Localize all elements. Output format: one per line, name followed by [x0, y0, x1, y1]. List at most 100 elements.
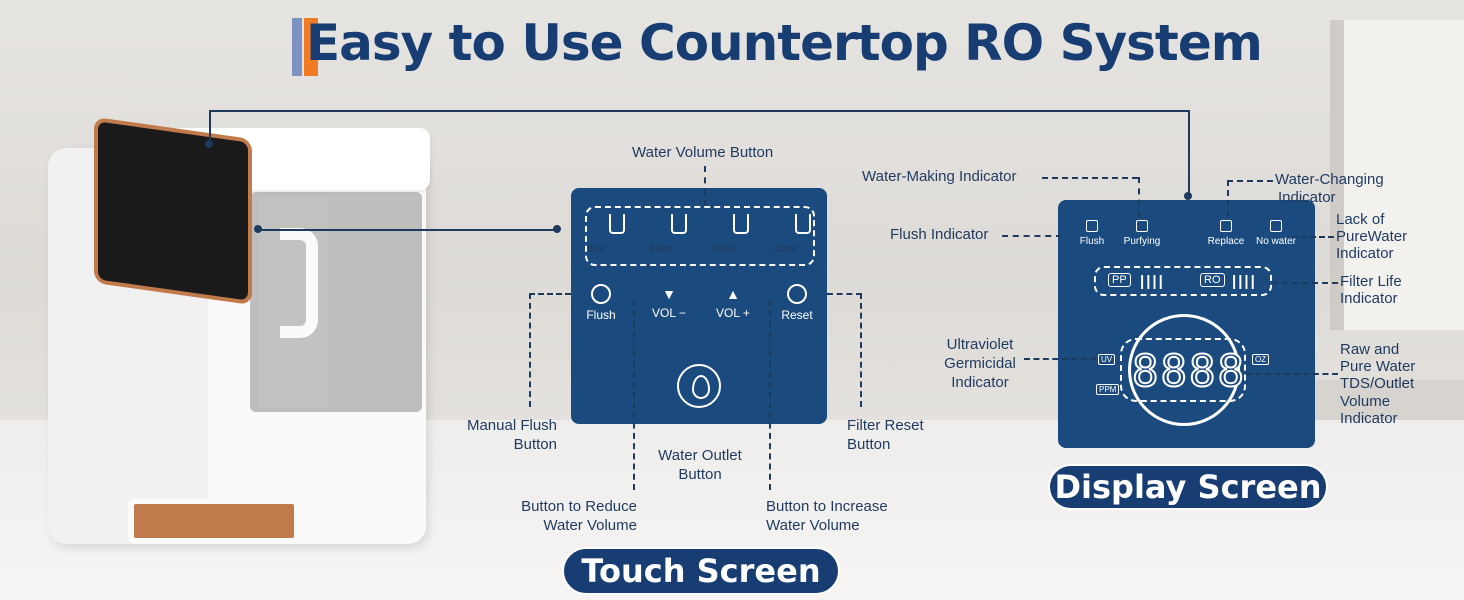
callout-line — [1138, 177, 1140, 217]
display-screen-panel: Flush Purfying Replace No water PP |||| … — [1058, 200, 1315, 448]
cup-8oz-button[interactable]: 8oz — [587, 214, 647, 255]
tds-label-4: Volume — [1340, 393, 1391, 410]
product-control-panel — [94, 116, 252, 306]
no-water-indicator: No water — [1246, 220, 1306, 247]
touch-screen-pill: Touch Screen — [562, 547, 840, 595]
lack-of-pure-water-label-2: PureWater — [1336, 228, 1408, 245]
filter-reset-label-1: Filter Reset — [847, 417, 924, 434]
increase-volume-label-1: Button to Increase — [766, 498, 888, 515]
increase-volume-label-2: Water Volume — [766, 517, 860, 534]
touch-screen-panel: 8oz 16oz 30oz 40oz Flush ▼ VOL − ▲ VOL +… — [571, 188, 827, 424]
water-volume-button-label: Water Volume Button — [632, 144, 774, 161]
tds-label-1: Raw and — [1340, 341, 1400, 358]
page-title: Easy to Use Countertop RO System — [306, 14, 1263, 72]
flush-indicator: Flush — [1062, 220, 1122, 247]
callout-line — [860, 293, 862, 407]
pp-filter-bars: |||| — [1140, 273, 1165, 290]
ppm-tag: PPM — [1096, 384, 1120, 395]
purifying-icon — [1136, 220, 1148, 232]
callout-line — [1024, 358, 1096, 360]
callout-line — [633, 300, 635, 490]
connector-dot — [553, 225, 561, 233]
title-accent-bar — [292, 18, 302, 76]
callout-line — [529, 293, 531, 407]
connector-dot — [205, 140, 213, 148]
triangle-up-icon: ▲ — [726, 286, 740, 302]
water-outlet-label-2: Button — [678, 466, 722, 483]
callout-line — [1227, 180, 1273, 182]
replace-icon — [1220, 220, 1232, 232]
no-water-icon — [1270, 220, 1282, 232]
cup-icon — [795, 214, 811, 234]
water-outlet-label-1: Water Outlet — [658, 447, 742, 464]
cup-icon — [609, 214, 625, 234]
callout-line — [1246, 373, 1338, 375]
callout-line — [1272, 282, 1338, 284]
title-accent-bar-orange — [304, 18, 318, 76]
uv-tag: UV — [1098, 354, 1116, 365]
lack-of-pure-water-label-3: Indicator — [1336, 245, 1394, 262]
ro-filter-tag: RO — [1200, 273, 1225, 287]
manual-flush-label-1: Manual Flush — [466, 417, 557, 434]
tds-label-2: Pure Water — [1340, 358, 1416, 375]
connector-line-display-down — [1188, 110, 1190, 194]
purifying-indicator: Purfying — [1112, 220, 1172, 247]
vol-plus-button[interactable]: ▲ VOL + — [709, 286, 757, 320]
flush-icon — [591, 284, 611, 304]
segment-display-ring — [1128, 314, 1240, 426]
flush-button[interactable]: Flush — [583, 284, 619, 322]
filter-reset-label-2: Button — [847, 436, 891, 453]
ro-filter-bars: |||| — [1232, 273, 1257, 290]
flush-indicator-label: Flush Indicator — [890, 226, 989, 243]
tds-label-5: Indicator — [1340, 410, 1398, 427]
cup-16oz-button[interactable]: 16oz — [649, 214, 709, 255]
tank-handle — [280, 228, 318, 338]
cup-icon — [733, 214, 749, 234]
water-making-label: Water-Making Indicator — [862, 168, 1017, 185]
connector-line-touch — [258, 229, 558, 231]
callout-line — [769, 300, 771, 490]
connector-dot — [1184, 192, 1192, 200]
connector-line-top — [210, 110, 1190, 112]
tds-label-3: TDS/Outlet — [1340, 375, 1415, 392]
cup-30oz-button[interactable]: 30oz — [711, 214, 771, 255]
water-changing-label-1: Water-Changing — [1275, 171, 1384, 188]
reset-icon — [787, 284, 807, 304]
cup-40oz-button[interactable]: 40oz — [773, 214, 833, 255]
water-volume-button-group: 8oz 16oz 30oz 40oz — [585, 206, 815, 266]
display-screen-pill: Display Screen — [1048, 464, 1328, 510]
triangle-down-icon: ▼ — [662, 286, 676, 302]
reduce-volume-label-2: Water Volume — [543, 517, 637, 534]
uv-label-3: Indicator — [951, 374, 1009, 391]
oz-tag: OZ — [1252, 354, 1270, 365]
drip-tray — [128, 498, 300, 544]
filter-life-label-1: Filter Life — [1340, 273, 1402, 290]
ro-system-product-image — [48, 116, 430, 558]
connector-line-product-down — [209, 110, 211, 144]
callout-line — [827, 293, 862, 295]
segment-display-box — [1120, 338, 1246, 402]
callout-line — [704, 166, 706, 206]
pp-filter-tag: PP — [1108, 273, 1131, 287]
vol-minus-button[interactable]: ▼ VOL − — [645, 286, 693, 320]
connector-dot — [254, 225, 262, 233]
flush-icon — [1086, 220, 1098, 232]
water-outlet-button[interactable] — [677, 364, 721, 408]
cup-icon — [671, 214, 687, 234]
uv-label-1: Ultraviolet — [946, 336, 1014, 353]
uv-label-2: Germicidal — [944, 355, 1016, 372]
manual-flush-label-2: Button — [513, 436, 557, 453]
tds-volume-digits: 8888 — [1131, 345, 1246, 398]
callout-line — [1042, 177, 1138, 179]
lack-of-pure-water-label-1: Lack of — [1336, 211, 1385, 228]
callout-line — [1292, 236, 1334, 238]
filter-life-label-2: Indicator — [1340, 290, 1398, 307]
filter-life-indicator: PP |||| RO |||| — [1094, 266, 1272, 296]
window-frame-background — [1330, 20, 1464, 330]
water-tank — [250, 192, 422, 412]
reset-button[interactable]: Reset — [777, 284, 817, 322]
callout-line — [1227, 180, 1229, 216]
water-changing-label-2: Indicator — [1278, 189, 1336, 206]
replace-indicator: Replace — [1196, 220, 1256, 247]
callout-line — [529, 293, 571, 295]
